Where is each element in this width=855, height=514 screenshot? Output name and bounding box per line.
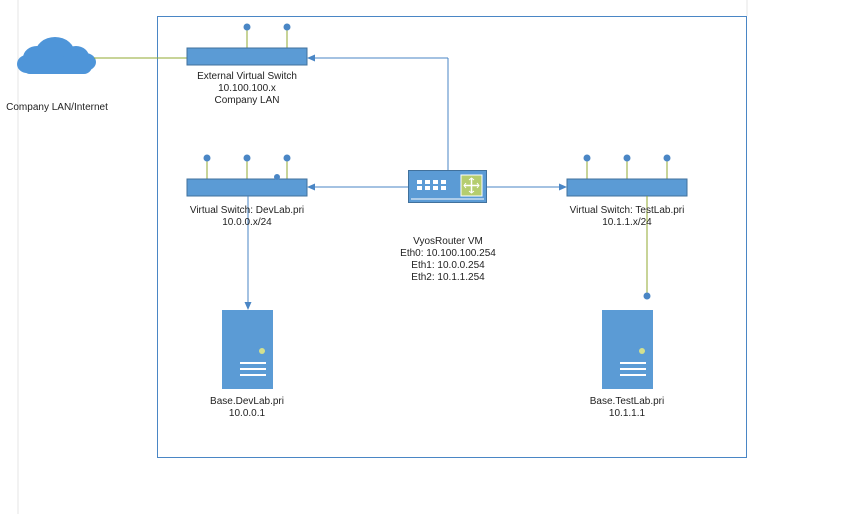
devlab-server-label: Base.DevLab.pri 10.0.0.1 — [187, 396, 307, 420]
testlab-link-endpoint — [643, 292, 651, 300]
testlab-switch-subnet: 10.1.1.x/24 — [602, 217, 652, 228]
testlab-switch-name: Virtual Switch: TestLab.pri — [569, 205, 685, 216]
router-icon — [408, 170, 487, 203]
devlab-switch-subnet: 10.0.0.x/24 — [222, 217, 272, 228]
external-switch-name: External Virtual Switch — [197, 71, 297, 82]
external-switch-subnet: 10.100.100.x — [218, 83, 276, 94]
devlab-switch-label: Virtual Switch: DevLab.pri 10.0.0.x/24 — [167, 205, 327, 229]
router-eth0: Eth0: 10.100.100.254 — [400, 248, 496, 259]
external-switch-label: External Virtual Switch 10.100.100.x Com… — [167, 71, 327, 107]
testlab-server-ip: 10.1.1.1 — [608, 408, 646, 419]
devlab-server-icon — [222, 310, 273, 389]
router-label: VyosRouter VM Eth0: 10.100.100.254 Eth1:… — [373, 236, 523, 284]
router-eth1: Eth1: 10.0.0.254 — [411, 260, 485, 271]
external-switch-network: Company LAN — [214, 95, 280, 106]
devlab-switch-icon — [186, 154, 308, 197]
internet-label-text: Company LAN/Internet — [6, 102, 108, 113]
external-switch-icon — [186, 23, 308, 66]
lab-boundary-frame — [157, 16, 747, 458]
router-name: VyosRouter VM — [413, 236, 483, 247]
testlab-server-label: Base.TestLab.pri 10.1.1.1 — [567, 396, 687, 420]
devlab-server-ip: 10.0.0.1 — [228, 408, 266, 419]
testlab-switch-icon — [566, 154, 688, 197]
router-eth2: Eth2: 10.1.1.254 — [411, 272, 485, 283]
devlab-server-name: Base.DevLab.pri — [210, 396, 284, 407]
cloud-icon — [17, 37, 96, 74]
devlab-switch-name: Virtual Switch: DevLab.pri — [189, 205, 305, 216]
testlab-server-name: Base.TestLab.pri — [589, 396, 665, 407]
testlab-server-icon — [602, 310, 653, 389]
internet-label: Company LAN/Internet — [0, 102, 114, 114]
testlab-switch-label: Virtual Switch: TestLab.pri 10.1.1.x/24 — [547, 205, 707, 229]
